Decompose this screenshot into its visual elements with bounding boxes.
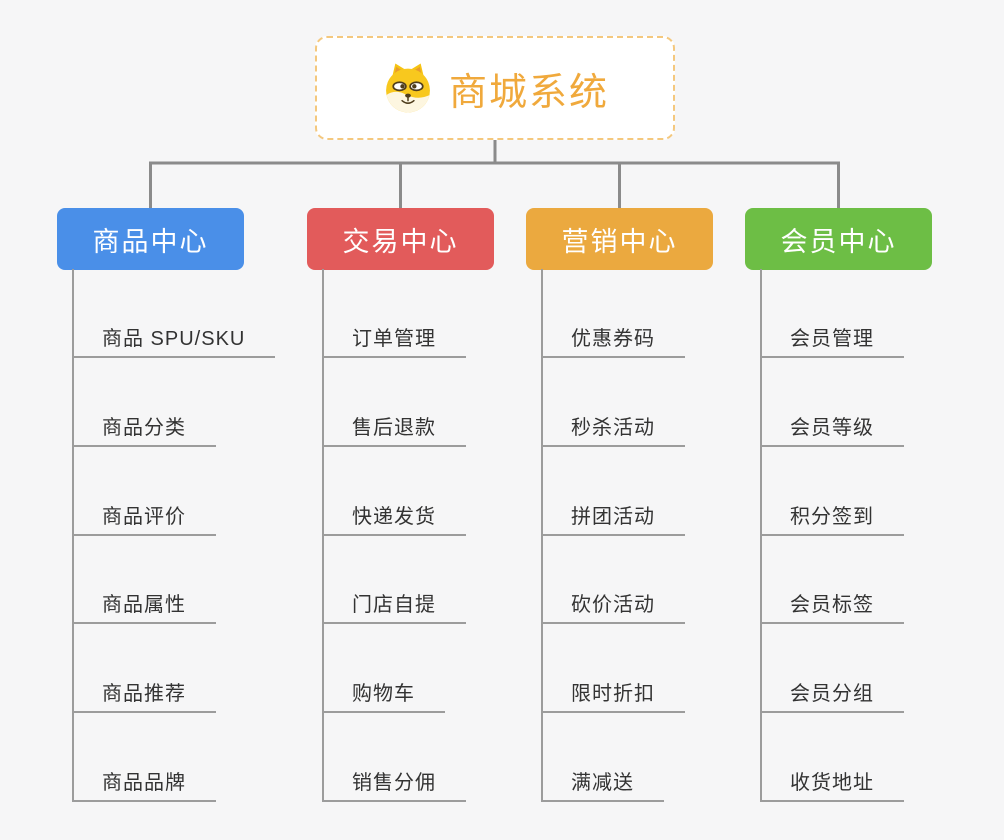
child-node-aftersale-refund[interactable]: 售后退款 [322, 413, 466, 447]
child-node-member-management[interactable]: 会员管理 [760, 324, 904, 358]
root-to-branches-connector [149, 140, 840, 208]
child-node-limited-time-discount[interactable]: 限时折扣 [541, 679, 685, 713]
child-node-product-review[interactable]: 商品评价 [72, 502, 216, 536]
child-node-store-pickup[interactable]: 门店自提 [322, 590, 466, 624]
child-node-sales-commission[interactable]: 销售分佣 [322, 768, 466, 802]
child-node-product-category[interactable]: 商品分类 [72, 413, 216, 447]
child-node-product-recommend[interactable]: 商品推荐 [72, 679, 216, 713]
dog-face-icon [386, 63, 430, 113]
child-node-product-attribute[interactable]: 商品属性 [72, 590, 216, 624]
branch-node-trade-center[interactable]: 交易中心 [307, 208, 494, 270]
child-node-shipping-address[interactable]: 收货地址 [760, 768, 904, 802]
root-node[interactable]: 商城系统 [315, 36, 675, 140]
root-title: 商城系统 [448, 71, 609, 114]
child-node-group-buy[interactable]: 拼团活动 [541, 502, 685, 536]
child-node-order-management[interactable]: 订单管理 [322, 324, 466, 358]
child-node-full-reduction[interactable]: 满减送 [541, 768, 664, 802]
child-node-bargain-activity[interactable]: 砍价活动 [541, 590, 685, 624]
child-node-express-delivery[interactable]: 快递发货 [322, 502, 466, 536]
child-node-member-tag[interactable]: 会员标签 [760, 590, 904, 624]
child-node-product-brand[interactable]: 商品品牌 [72, 768, 216, 802]
branch-node-marketing-center[interactable]: 营销中心 [526, 208, 713, 270]
child-node-shopping-cart[interactable]: 购物车 [322, 679, 445, 713]
child-node-points-checkin[interactable]: 积分签到 [760, 502, 904, 536]
child-node-member-group[interactable]: 会员分组 [760, 679, 904, 713]
branch-node-product-center[interactable]: 商品中心 [57, 208, 244, 270]
child-node-coupon-code[interactable]: 优惠券码 [541, 324, 685, 358]
child-node-flash-sale[interactable]: 秒杀活动 [541, 413, 685, 447]
branch-node-member-center[interactable]: 会员中心 [745, 208, 932, 270]
child-node-product-spu-sku[interactable]: 商品 SPU/SKU [72, 324, 276, 358]
child-node-member-level[interactable]: 会员等级 [760, 413, 904, 447]
